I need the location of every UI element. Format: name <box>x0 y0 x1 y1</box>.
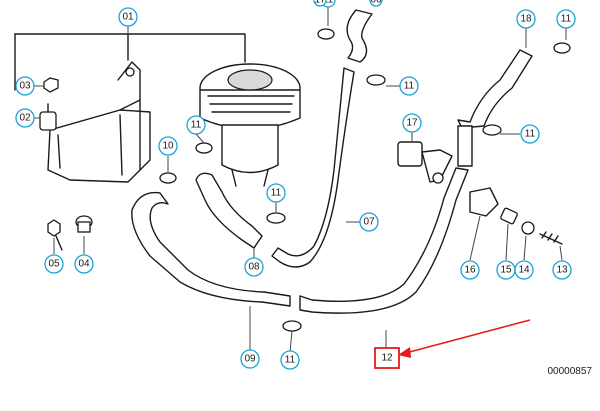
svg-text:17: 17 <box>314 0 326 6</box>
svg-text:08: 08 <box>248 262 260 273</box>
svg-text:04: 04 <box>78 259 90 270</box>
callout-12-highlighted[interactable]: 12 <box>374 347 400 369</box>
svg-text:03: 03 <box>19 81 31 92</box>
callout-11-topright[interactable]: 11 <box>399 76 419 96</box>
svg-text:11: 11 <box>561 14 572 25</box>
hose-clamps <box>159 28 571 332</box>
svg-text:11: 11 <box>191 120 202 131</box>
callout-02[interactable]: 02 <box>15 108 35 128</box>
svg-text:09: 09 <box>244 354 256 365</box>
svg-text:02: 02 <box>19 113 31 124</box>
callout-11-right[interactable]: 11 <box>520 124 540 144</box>
callout-06[interactable]: 06 <box>369 0 383 7</box>
svg-text:11: 11 <box>271 188 282 199</box>
hose-18 <box>457 49 533 129</box>
svg-text:16: 16 <box>464 265 476 276</box>
callout-07[interactable]: 07 <box>359 212 379 232</box>
callout-11-lower[interactable]: 11 <box>280 350 300 370</box>
leader-lines <box>34 6 567 353</box>
callout-03[interactable]: 03 <box>15 76 35 96</box>
callout-09[interactable]: 09 <box>240 349 260 369</box>
svg-text:05: 05 <box>48 259 60 270</box>
svg-text:11: 11 <box>285 355 296 366</box>
svg-text:11: 11 <box>525 129 536 140</box>
bolt-and-sleeve <box>47 215 93 251</box>
callout-17[interactable]: 17 <box>402 113 422 133</box>
svg-text:11: 11 <box>323 0 334 6</box>
mounting-bracket-assembly <box>14 33 246 183</box>
svg-text:13: 13 <box>556 265 568 276</box>
svg-text:15: 15 <box>500 265 512 276</box>
svg-text:18: 18 <box>520 14 532 25</box>
callout-13[interactable]: 13 <box>552 260 572 280</box>
callout-16[interactable]: 16 <box>460 260 480 280</box>
callout-01[interactable]: 01 <box>118 7 138 27</box>
hose-07 <box>271 67 355 268</box>
svg-text:07: 07 <box>363 217 375 228</box>
hose-09 <box>131 191 291 307</box>
callout-11-mid[interactable]: 11 <box>266 183 286 203</box>
callout-11-pump[interactable]: 11 <box>186 115 206 135</box>
callout-18[interactable]: 18 <box>516 9 536 29</box>
svg-text:10: 10 <box>162 141 174 152</box>
callout-17-top[interactable]: 17 <box>313 0 327 7</box>
svg-text:01: 01 <box>122 12 134 23</box>
svg-text:06: 06 <box>370 0 382 6</box>
rubber-mount-part <box>39 111 57 131</box>
callout-08[interactable]: 08 <box>244 257 264 277</box>
highlight-arrow <box>398 319 531 358</box>
callout-04[interactable]: 04 <box>74 254 94 274</box>
nut-part <box>43 77 59 93</box>
svg-text:14: 14 <box>518 265 530 276</box>
svg-text:11: 11 <box>404 81 415 92</box>
callout-14[interactable]: 14 <box>514 260 534 280</box>
callout-11-far-right[interactable]: 11 <box>556 9 576 29</box>
air-pump <box>199 63 301 187</box>
callout-10[interactable]: 10 <box>158 136 178 156</box>
drawing-number: 00000857 <box>547 366 593 377</box>
valve-17 <box>397 141 453 184</box>
callout-15[interactable]: 15 <box>496 260 516 280</box>
hose-12 <box>299 167 469 314</box>
svg-text:12: 12 <box>381 353 393 364</box>
hose-08 <box>195 172 263 249</box>
callout-05[interactable]: 05 <box>44 254 64 274</box>
svg-text:17: 17 <box>406 118 418 129</box>
check-valve-assembly <box>469 187 563 245</box>
hose-top <box>346 9 373 63</box>
